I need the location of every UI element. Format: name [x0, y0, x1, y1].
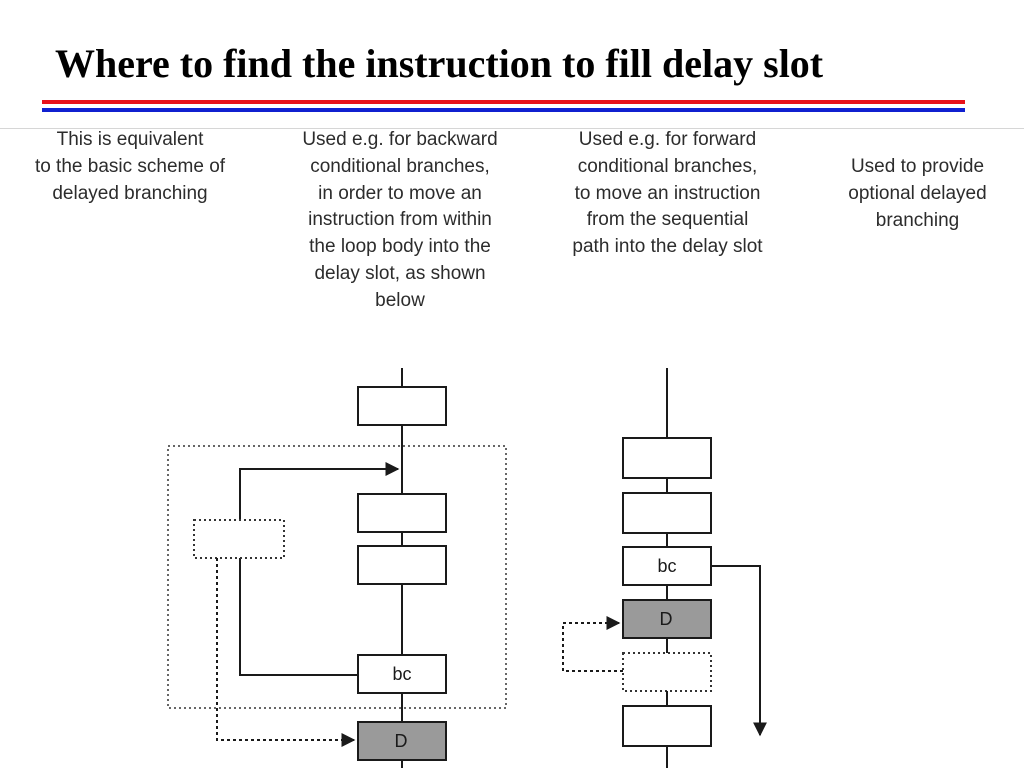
forward-branch-arrow [711, 565, 767, 737]
instruction-block [622, 705, 712, 747]
scan-edge-line [0, 128, 1024, 129]
backward-branch-arrow [239, 462, 400, 676]
branch-block-label: bc [657, 556, 676, 576]
description-line: to move an instruction [574, 182, 761, 204]
description-line: path into the delay slot [572, 236, 763, 258]
description-optional-delayed: Used to provide optional delayed branchi… [805, 154, 1024, 234]
delay-slot-block [357, 721, 447, 761]
slide-title: Where to find the instruction to fill de… [55, 41, 824, 86]
delay-slot-label: D [660, 609, 673, 629]
description-line: optional delayed [848, 182, 987, 204]
description-line: Used to provide [850, 156, 985, 177]
description-line: delay slot, as shown [314, 262, 486, 284]
description-line: conditional branches, [577, 155, 758, 177]
delay-slot-label: D [395, 731, 408, 751]
description-line: Used e.g. for backward [302, 129, 498, 150]
instruction-block [622, 437, 712, 479]
title-rule-blue [42, 108, 965, 112]
branch-block-label: bc [392, 664, 411, 684]
instruction-block [357, 386, 447, 426]
backward-branch-diagram: bc D [167, 368, 507, 768]
moved-instruction-origin [193, 519, 285, 559]
description-line: in order to move an [318, 182, 482, 204]
instruction-block [622, 492, 712, 534]
description-line: Used e.g. for forward [578, 129, 757, 150]
move-to-delay-slot-arrow [216, 558, 356, 747]
description-line: below [375, 289, 425, 311]
moved-instruction-origin [622, 652, 712, 692]
loop-body-boundary [167, 445, 507, 709]
instruction-block [357, 545, 447, 585]
description-line: to the basic scheme of [34, 155, 226, 177]
instruction-block [357, 493, 447, 533]
title-rule-red [42, 100, 965, 104]
description-equivalent-basic: This is equivalent to the basic scheme o… [10, 127, 250, 207]
branch-block [357, 654, 447, 694]
description-forward-branches: Used e.g. for forward conditional branch… [545, 127, 790, 261]
move-to-delay-slot-arrow [562, 616, 623, 672]
description-line: from the sequential [586, 209, 749, 231]
description-line: This is equivalent [56, 129, 204, 150]
description-line: delayed branching [52, 182, 208, 204]
description-backward-branches: Used e.g. for backward conditional branc… [275, 127, 525, 315]
description-line: conditional branches, [310, 155, 490, 177]
forward-branch-diagram: bc D [562, 368, 767, 768]
description-line: the loop body into the [309, 236, 491, 258]
description-line: branching [875, 209, 960, 231]
delay-slot-block [622, 599, 712, 639]
description-line: instruction from within [308, 209, 492, 231]
